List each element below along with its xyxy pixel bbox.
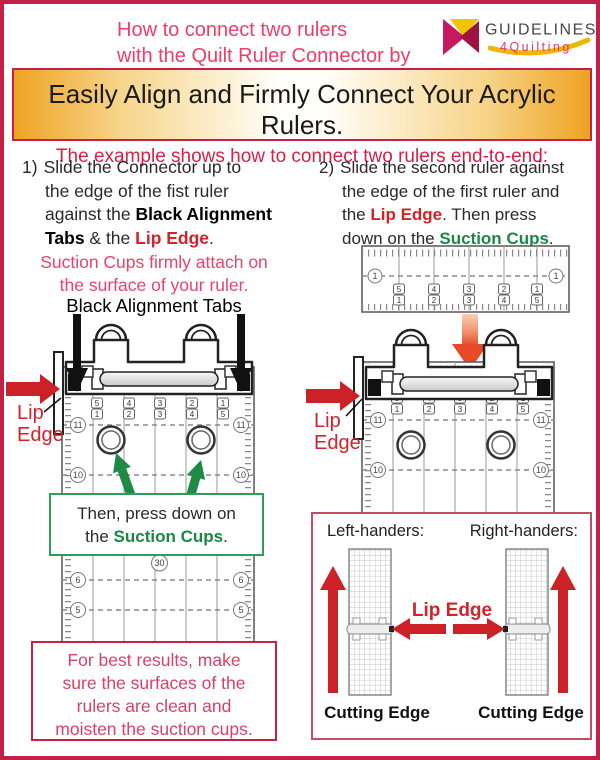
left-handers-label: Left-handers: [327, 522, 425, 540]
svg-text:1: 1 [553, 271, 558, 281]
lip-edge-label-right: Lip Edge [314, 410, 361, 454]
svg-text:5: 5 [397, 285, 402, 294]
svg-text:6: 6 [75, 575, 80, 585]
cutting-edge-label-left: Cutting Edge [324, 703, 430, 722]
handers-lip-edge-label: Lip Edge [411, 600, 493, 621]
lip-edge-callout-line [43, 397, 62, 413]
logo-swoosh-icon [488, 37, 591, 56]
brand-logo-icon [443, 19, 479, 55]
second-ruler-strip: 1 1 5 1 4 2 3 3 2 4 1 5 [361, 245, 570, 313]
diagram-step-1: 30 6 6 5 5 [6, 314, 304, 662]
svg-text:1: 1 [535, 285, 540, 294]
cutting-edge-label-right: Cutting Edge [478, 703, 584, 722]
black-alignment-tabs-label: Black Alignment Tabs [66, 295, 242, 316]
ruler-strip-right [503, 548, 551, 696]
banner-subheading: The example shows how to connect two rul… [55, 146, 549, 167]
svg-text:5: 5 [238, 605, 243, 615]
handedness-panel: Left-handers: Right-handers: [311, 512, 592, 740]
lip-edge-arrow-right-icon [453, 618, 505, 640]
best-results-box: For best results, make sure the surfaces… [31, 641, 277, 741]
brand-subtext: 4Quilting [500, 40, 572, 54]
step-1-number: 1) [22, 157, 38, 177]
title-line-2: with the Quilt Ruler Connector by [117, 45, 411, 67]
step-2-instructions: 2)Slide the second ruler against the edg… [319, 158, 565, 248]
page-title: How to connect two rulers with the Quilt… [117, 17, 410, 69]
cutting-edge-arrow-right-icon [550, 566, 576, 693]
press-suction-cups-box: Then, press down on the Suction Cups. [49, 493, 264, 556]
svg-text:5: 5 [535, 296, 540, 305]
svg-text:30: 30 [154, 558, 164, 568]
diagram-step-2: 1 1 5 1 4 2 3 3 2 4 1 5 [306, 245, 570, 544]
svg-text:1: 1 [372, 271, 377, 281]
lip-edge-label-left: Lip Edge [17, 402, 64, 446]
ruler-strip-left [346, 548, 394, 696]
svg-text:5: 5 [75, 605, 80, 615]
step-2-number: 2) [319, 158, 335, 177]
svg-text:4: 4 [502, 296, 507, 305]
svg-text:3: 3 [467, 296, 472, 305]
black-tab-arrow-right-icon [230, 314, 252, 392]
lip-edge-arrow-left-icon [392, 618, 446, 640]
press-down-arrow-icon [452, 314, 488, 370]
brand-logo: GuidelinesTM 4Quilting [442, 13, 597, 63]
step-1-instructions: 1)Slide the Connector up to the edge of … [22, 157, 272, 248]
cutting-edge-arrow-left-icon [320, 566, 346, 693]
brand-name: GuidelinesTM [485, 21, 597, 39]
svg-text:1: 1 [397, 296, 402, 305]
svg-text:2: 2 [502, 285, 507, 294]
black-tab-arrow-left-icon [66, 314, 88, 392]
banner-heading: Easily Align and Firmly Connect Your Acr… [48, 79, 556, 140]
suction-cups-note: Suction Cups firmly attach on the surfac… [40, 252, 268, 295]
lip-edge-callout-line [345, 398, 363, 417]
brand-text: Guidelines [485, 21, 597, 39]
right-handers-label: Right-handers: [469, 522, 578, 540]
banner: Easily Align and Firmly Connect Your Acr… [12, 68, 592, 167]
svg-text:2: 2 [432, 296, 437, 305]
svg-text:6: 6 [238, 575, 243, 585]
handedness-graphic [320, 548, 576, 696]
title-line-1: How to connect two rulers [117, 19, 348, 41]
svg-text:4: 4 [432, 285, 437, 294]
svg-text:3: 3 [467, 285, 472, 294]
